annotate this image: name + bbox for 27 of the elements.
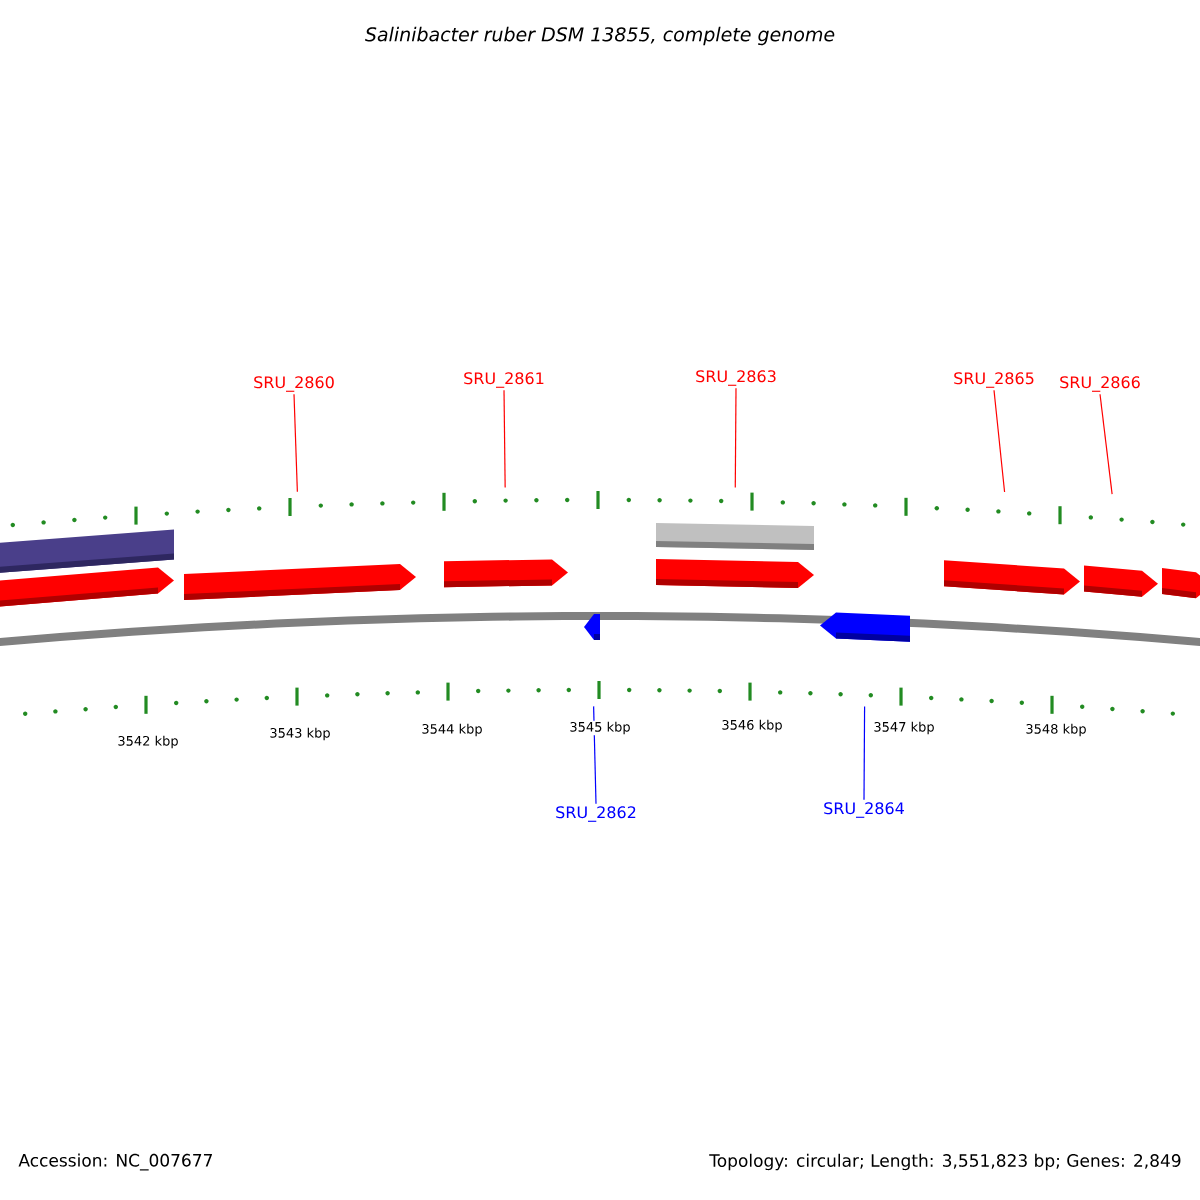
leader-line <box>503 389 506 489</box>
gene-label: SRU_2860 <box>254 376 334 392</box>
gene-feature <box>656 559 814 588</box>
gene-feature <box>820 612 910 642</box>
gene-feature <box>944 560 1080 595</box>
gene-feature <box>0 529 174 574</box>
leader-line <box>863 705 866 801</box>
gene-feature <box>1084 565 1158 597</box>
gene-feature <box>656 523 814 550</box>
gene-label: SRU_2864 <box>824 802 904 818</box>
leader-line <box>293 393 298 493</box>
gene-feature <box>584 614 600 640</box>
leader-line <box>734 387 737 489</box>
gene-label: SRU_2861 <box>464 372 544 388</box>
gene-feature <box>184 564 416 600</box>
gene-feature <box>1162 568 1200 599</box>
gene-label: SRU_2862 <box>556 806 636 822</box>
accession-text: Accession: NC_007677 <box>18 1153 212 1171</box>
gene-feature <box>444 559 568 588</box>
leader-line <box>1099 393 1113 495</box>
title: Salinibacter ruber DSM 13855, complete genome <box>365 26 835 46</box>
genome-info-text: Topology: circular; Length: 3,551,823 bp; Genes: 2,849 <box>709 1153 1181 1171</box>
leader-line <box>993 389 1006 493</box>
gene-feature <box>0 567 174 608</box>
gene-label: SRU_2863 <box>696 370 776 386</box>
gene-label: SRU_2866 <box>1060 376 1140 392</box>
gene-label: SRU_2865 <box>954 372 1034 388</box>
